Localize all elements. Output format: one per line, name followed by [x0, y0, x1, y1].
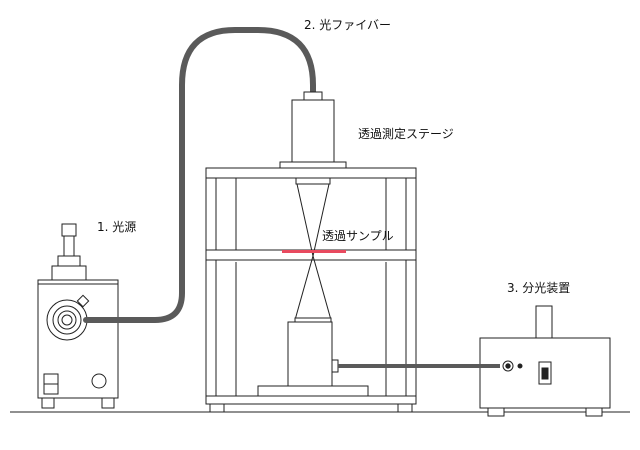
- light-source-label: 1. 光源: [97, 220, 137, 234]
- lower-collimator: [287, 317, 339, 387]
- upper-collimator: [279, 91, 347, 185]
- light-source-unit: [37, 223, 119, 409]
- optical-fiber: [83, 27, 316, 323]
- sample-label: 透過サンプル: [322, 229, 394, 243]
- transmission-sample: [282, 250, 346, 253]
- stage-label: 透過測定ステージ: [358, 127, 454, 141]
- spectrometer-label: 3. 分光装置: [507, 281, 571, 295]
- fiber-label: 2. 光ファイバー: [304, 18, 392, 32]
- light-beam: [294, 183, 332, 321]
- measurement-stage-frame: [205, 167, 417, 413]
- spectrometer-unit: [479, 305, 611, 417]
